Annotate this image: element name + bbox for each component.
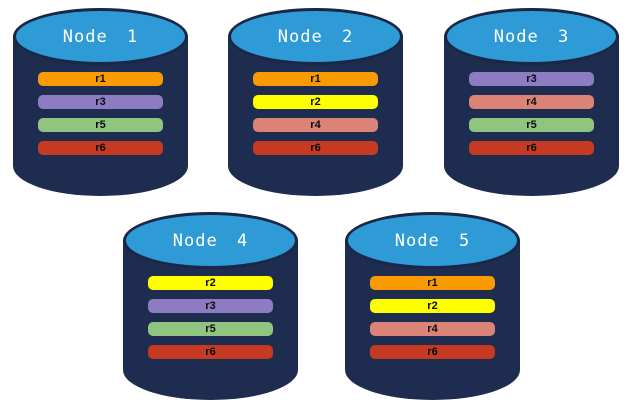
node-title: Node 1 <box>62 26 139 47</box>
replica-list: r1 r2 r4 r6 <box>370 276 495 359</box>
cylinder-top: Node 1 <box>13 8 188 65</box>
node-cylinder-4: Node 4 r2 r3 r5 r6 <box>123 212 298 400</box>
node-cylinder-5: Node 5 r1 r2 r4 r6 <box>345 212 520 400</box>
replica-bar: r3 <box>38 95 163 109</box>
replica-bar: r4 <box>469 95 594 109</box>
replica-bar: r4 <box>370 322 495 336</box>
replica-bar: r2 <box>148 276 273 290</box>
replica-list: r3 r4 r5 r6 <box>469 72 594 155</box>
replica-bar: r1 <box>253 72 378 86</box>
replica-bar: r5 <box>38 118 163 132</box>
cylinder-top: Node 5 <box>345 212 520 269</box>
replica-bar: r5 <box>469 118 594 132</box>
node-cylinder-1: Node 1 r1 r3 r5 r6 <box>13 8 188 196</box>
replica-bar: r6 <box>148 345 273 359</box>
cylinder-top: Node 4 <box>123 212 298 269</box>
replica-list: r1 r3 r5 r6 <box>38 72 163 155</box>
cylinder-top: Node 2 <box>228 8 403 65</box>
replica-bar: r6 <box>469 141 594 155</box>
replica-bar: r2 <box>253 95 378 109</box>
replica-bar: r1 <box>370 276 495 290</box>
replica-bar: r2 <box>370 299 495 313</box>
replica-bar: r6 <box>38 141 163 155</box>
replica-bar: r4 <box>253 118 378 132</box>
replica-bar: r6 <box>253 141 378 155</box>
replica-bar: r1 <box>38 72 163 86</box>
node-title: Node 5 <box>394 230 471 251</box>
cylinder-top: Node 3 <box>444 8 619 65</box>
replica-bar: r6 <box>370 345 495 359</box>
replica-bar: r5 <box>148 322 273 336</box>
node-title: Node 3 <box>493 26 570 47</box>
node-title: Node 4 <box>172 230 249 251</box>
replica-bar: r3 <box>469 72 594 86</box>
replica-list: r2 r3 r5 r6 <box>148 276 273 359</box>
replica-list: r1 r2 r4 r6 <box>253 72 378 155</box>
node-cylinder-3: Node 3 r3 r4 r5 r6 <box>444 8 619 196</box>
node-title: Node 2 <box>277 26 354 47</box>
node-cylinder-2: Node 2 r1 r2 r4 r6 <box>228 8 403 196</box>
replica-bar: r3 <box>148 299 273 313</box>
